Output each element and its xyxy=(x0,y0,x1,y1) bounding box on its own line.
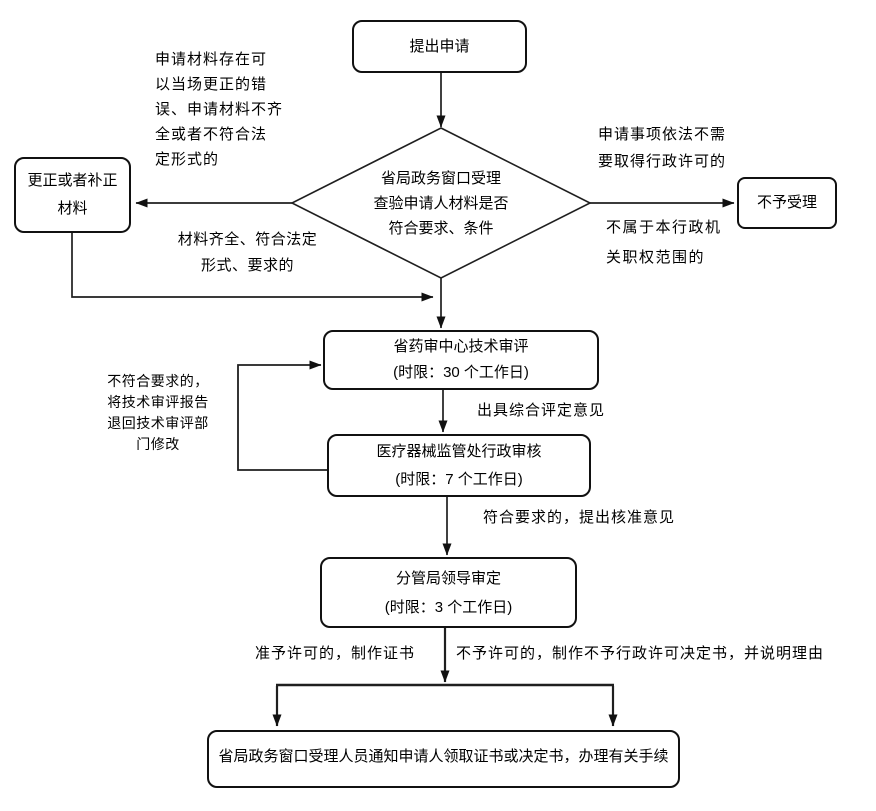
edge-label-return-for-revision: 不符合要求的， 将技术审评报告 退回技术审评部 门修改 xyxy=(107,373,209,452)
node-technical-review: 省药审中心技术审评 (时限：30 个工作日) xyxy=(323,330,599,390)
node-correct-materials: 更正或者补正 材料 xyxy=(14,157,131,233)
edge-label-correctable-error: 申请材料存在可 以当场更正的错 误、申请材料不齐 全或者不符合法 定形式的 xyxy=(155,51,284,168)
edge-label-no-permit-needed: 申请事项依法不需 要取得行政许可的 xyxy=(598,126,727,170)
node-start-application: 提出申请 xyxy=(352,20,527,73)
edge-label-evaluation-opinion: 出具综合评定意见 xyxy=(477,402,606,419)
edge-label-approval-opinion: 符合要求的，提出核准意见 xyxy=(483,509,676,526)
node-notify-applicant: 省局政务窗口受理人员通知申请人领取证书或决定书，办理有关手续 xyxy=(207,730,680,788)
node-administrative-review: 医疗器械监管处行政审核 (时限：7 个工作日) xyxy=(327,434,591,497)
edge-label-materials-complete: 材料齐全、符合法定 形式、要求的 xyxy=(177,231,318,274)
connector-correct-to-junction xyxy=(71,233,434,302)
node-not-accepted: 不予受理 xyxy=(737,177,837,229)
edge-label-grant-license: 准予许可的，制作证书 xyxy=(255,645,416,662)
edge-label-not-in-scope: 不属于本行政机 关职权范围的 xyxy=(606,219,722,266)
node-leader-approval: 分管局领导审定 (时限：3 个工作日) xyxy=(320,557,577,628)
connector-feedback-loop xyxy=(237,360,327,471)
edge-label-deny-license: 不予许可的，制作不予行政许可决定书，并说明理由 xyxy=(456,645,825,662)
node-decision-window-review: 省局政务窗口受理 查验申请人材料是否 符合要求、条件 xyxy=(373,169,509,237)
